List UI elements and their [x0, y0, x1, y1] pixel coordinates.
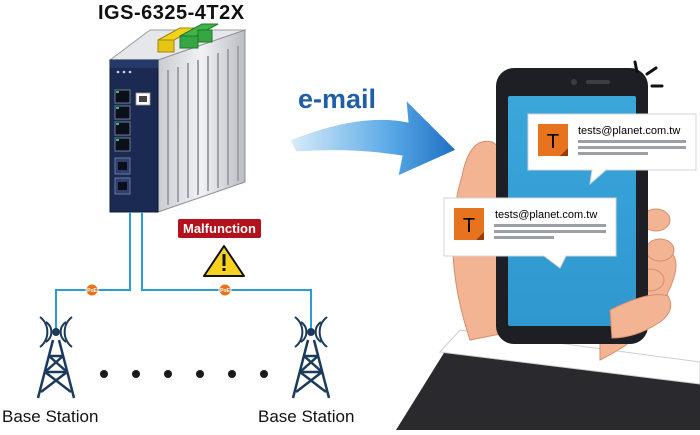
warning-icon [203, 245, 245, 277]
sender-address: tests@planet.com.tw [578, 125, 680, 137]
sender-address: tests@planet.com.tw [495, 209, 597, 221]
poe-label: PoE [87, 288, 97, 294]
poe-badge: PoE [85, 283, 99, 297]
avatar-initial: T [547, 131, 559, 153]
base-station-label: Base Station [258, 407, 355, 426]
email-label: e-mail [298, 84, 377, 114]
base-station-label: Base Station [2, 407, 99, 426]
avatar-initial: T [463, 215, 475, 237]
cell-tower-icon [36, 316, 76, 399]
switch-device [108, 23, 247, 213]
avatar [454, 208, 484, 240]
poe-badge: PoE [218, 283, 232, 297]
poe-label: PoE [220, 288, 230, 294]
sleeve [396, 329, 700, 430]
email-notification: T tests@planet.com.tw [443, 197, 617, 269]
email-notification: T tests@planet.com.tw [527, 113, 697, 186]
malfunction-badge: Malfunction [178, 219, 261, 238]
fingers [609, 294, 672, 339]
arrow-icon [289, 98, 457, 177]
avatar [538, 124, 568, 156]
device-model-title: IGS-6325-4T2X [98, 2, 245, 24]
cell-tower-icon [291, 316, 331, 399]
ellipsis-dots [100, 370, 268, 378]
vibration-marks [633, 60, 664, 88]
